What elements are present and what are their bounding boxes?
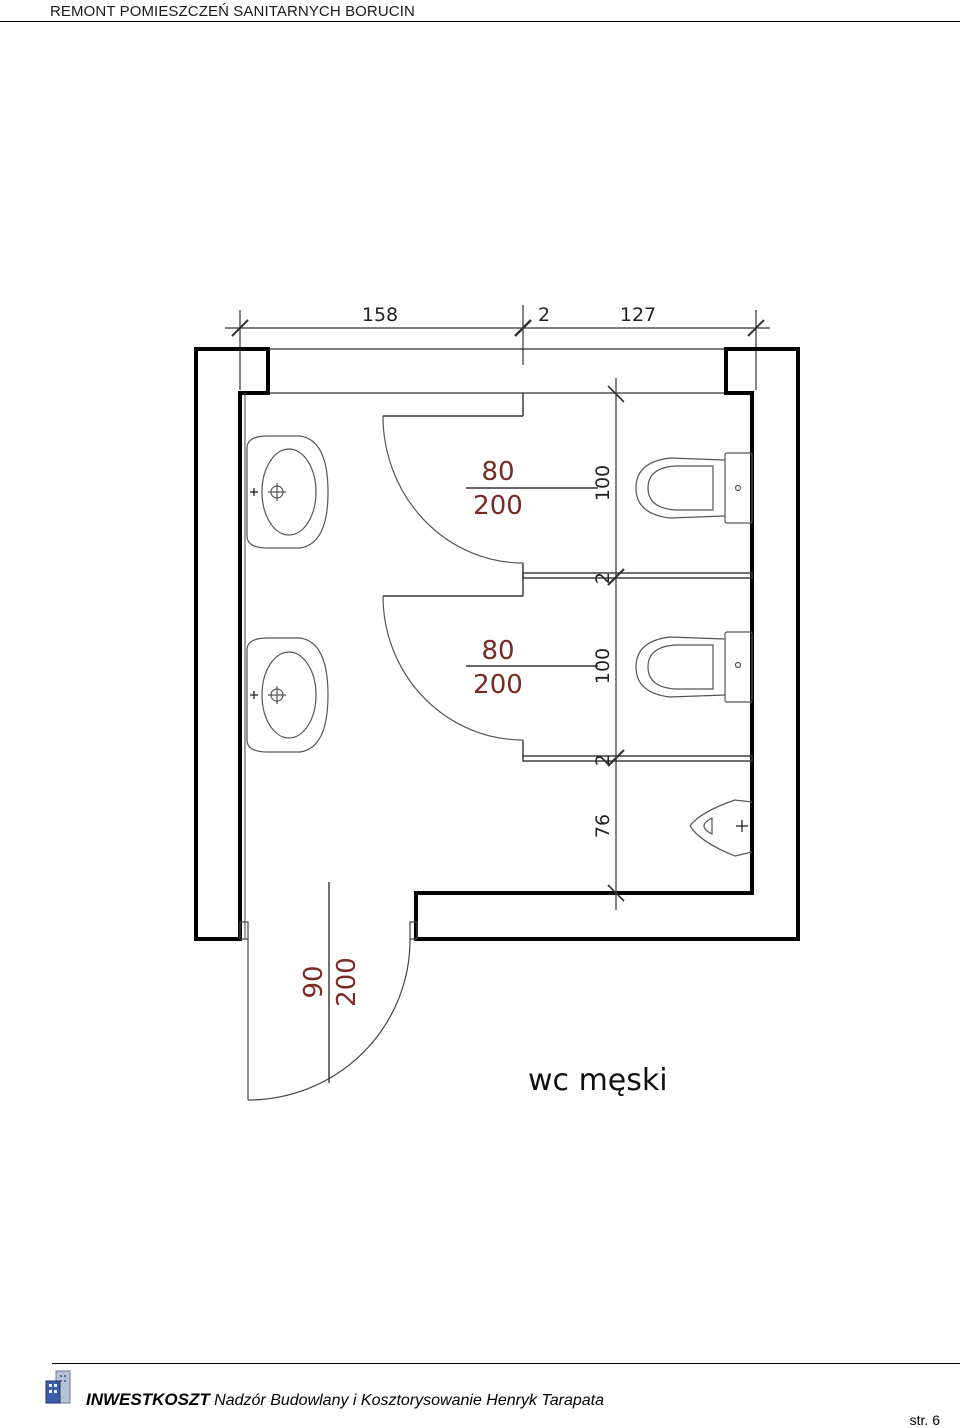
- page-number: str. 6: [909, 1412, 940, 1428]
- entrance-door-width: 90: [299, 965, 329, 998]
- footer-brand: INWESTKOSZT: [86, 1390, 210, 1409]
- wall-outline-right: [414, 347, 800, 941]
- cabin-door-2-width: 80: [481, 636, 514, 666]
- dimension-2: 2: [538, 304, 550, 326]
- footer-company-line: INWESTKOSZT Nadzór Budowlany i Kosztorys…: [86, 1390, 604, 1410]
- cabin-partitions: [383, 393, 753, 762]
- cabin-door-label-2: 80 200: [466, 636, 598, 700]
- company-logo-icon: [45, 1370, 71, 1404]
- cabin-door-swings: [382, 415, 524, 741]
- floor-plan: 158 2 127 80 200 80 200: [194, 304, 800, 1101]
- entrance-door: [239, 921, 418, 1101]
- dimension-158: 158: [362, 304, 398, 326]
- urinal-icon: [689, 799, 753, 857]
- footer-rule: [52, 1363, 960, 1364]
- entrance-door-height: 200: [332, 957, 362, 1007]
- dimension-127: 127: [620, 304, 656, 326]
- wall-outline: [194, 347, 270, 941]
- sink-icon: [246, 435, 329, 549]
- footer-company: Nadzór Budowlany i Kosztorysowanie Henry…: [214, 1392, 604, 1409]
- room-label: wc męski: [528, 1063, 668, 1098]
- cabin-door-label-1: 80 200: [466, 457, 598, 521]
- window-opening: [268, 348, 724, 394]
- cabin-door-2-height: 200: [473, 670, 523, 700]
- dimension-cabin-1: 100: [592, 465, 614, 501]
- cabin-door-1-width: 80: [481, 457, 514, 487]
- entrance-door-label: 90 200: [299, 882, 362, 1083]
- header-rule: [0, 21, 960, 22]
- toilet-icon: [635, 631, 753, 703]
- sink-icon: [246, 637, 329, 753]
- dimension-urinal-space: 76: [592, 814, 614, 838]
- dimension-partition-2: 2: [592, 754, 614, 766]
- top-dimension-line: [225, 305, 770, 390]
- dimension-partition-1: 2: [592, 572, 614, 584]
- document-header-title: REMONT POMIESZCZEŃ SANITARNYCH BORUCIN: [50, 3, 415, 20]
- cabin-door-1-height: 200: [473, 491, 523, 521]
- cabin-dimension-line: [607, 378, 625, 910]
- toilet-icon: [635, 452, 753, 524]
- dimension-cabin-2: 100: [592, 648, 614, 684]
